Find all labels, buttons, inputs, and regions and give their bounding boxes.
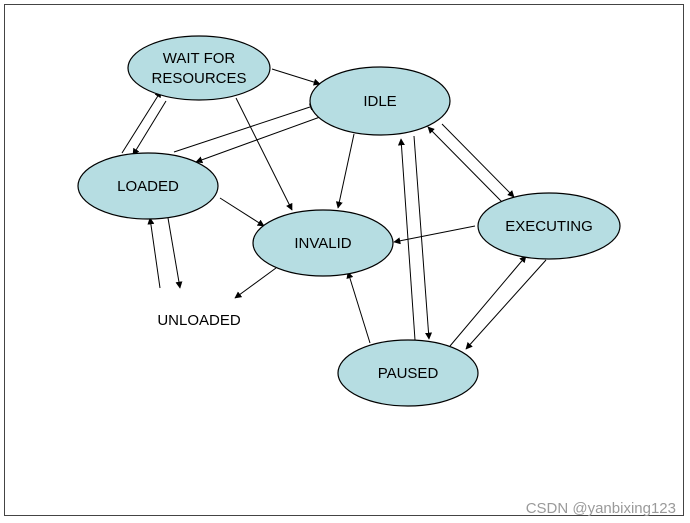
node-invalid: INVALID	[252, 209, 394, 277]
node-paused-label: PAUSED	[378, 365, 439, 382]
watermark: CSDN @yanbixing123	[525, 500, 676, 517]
edge-wait-to-invalid	[235, 97, 293, 211]
edge-wait-to-idle	[271, 68, 321, 86]
edge-loaded-to-wait	[121, 90, 162, 154]
edge-loaded-to-unloaded	[167, 217, 183, 289]
edge-idle-to-paused	[413, 135, 433, 340]
unloaded-label: UNLOADED	[157, 312, 241, 329]
edges	[121, 68, 547, 350]
node-wait-label-line1: WAIT FOR	[163, 50, 236, 67]
edge-executing-to-invalid	[393, 225, 476, 245]
edge-loaded-to-idle	[173, 103, 317, 153]
edge-executing-to-idle	[427, 126, 503, 203]
node-idle-label: IDLE	[363, 93, 396, 110]
edge-invalid-to-unloaded	[234, 267, 277, 299]
node-wait-for-resources: WAIT FOR RESOURCES	[127, 35, 271, 101]
edge-idle-to-invalid	[335, 133, 355, 209]
node-paused: PAUSED	[337, 339, 479, 407]
node-loaded-label: LOADED	[117, 178, 179, 195]
node-wait-label-line2: RESOURCES	[151, 70, 246, 87]
node-executing: EXECUTING	[477, 192, 621, 260]
edge-executing-to-paused	[465, 259, 547, 350]
node-executing-label: EXECUTING	[505, 218, 593, 235]
edge-paused-to-executing	[449, 255, 527, 347]
node-idle: IDLE	[309, 66, 451, 136]
edge-unloaded-to-loaded	[147, 217, 161, 289]
edge-idle-to-executing	[441, 123, 515, 198]
edge-paused-to-invalid	[346, 271, 371, 344]
node-invalid-label: INVALID	[294, 235, 351, 252]
edge-loaded-to-invalid	[219, 197, 265, 227]
edge-idle-to-loaded	[195, 116, 321, 164]
edge-wait-to-loaded	[132, 100, 167, 156]
node-loaded: LOADED	[77, 152, 219, 220]
